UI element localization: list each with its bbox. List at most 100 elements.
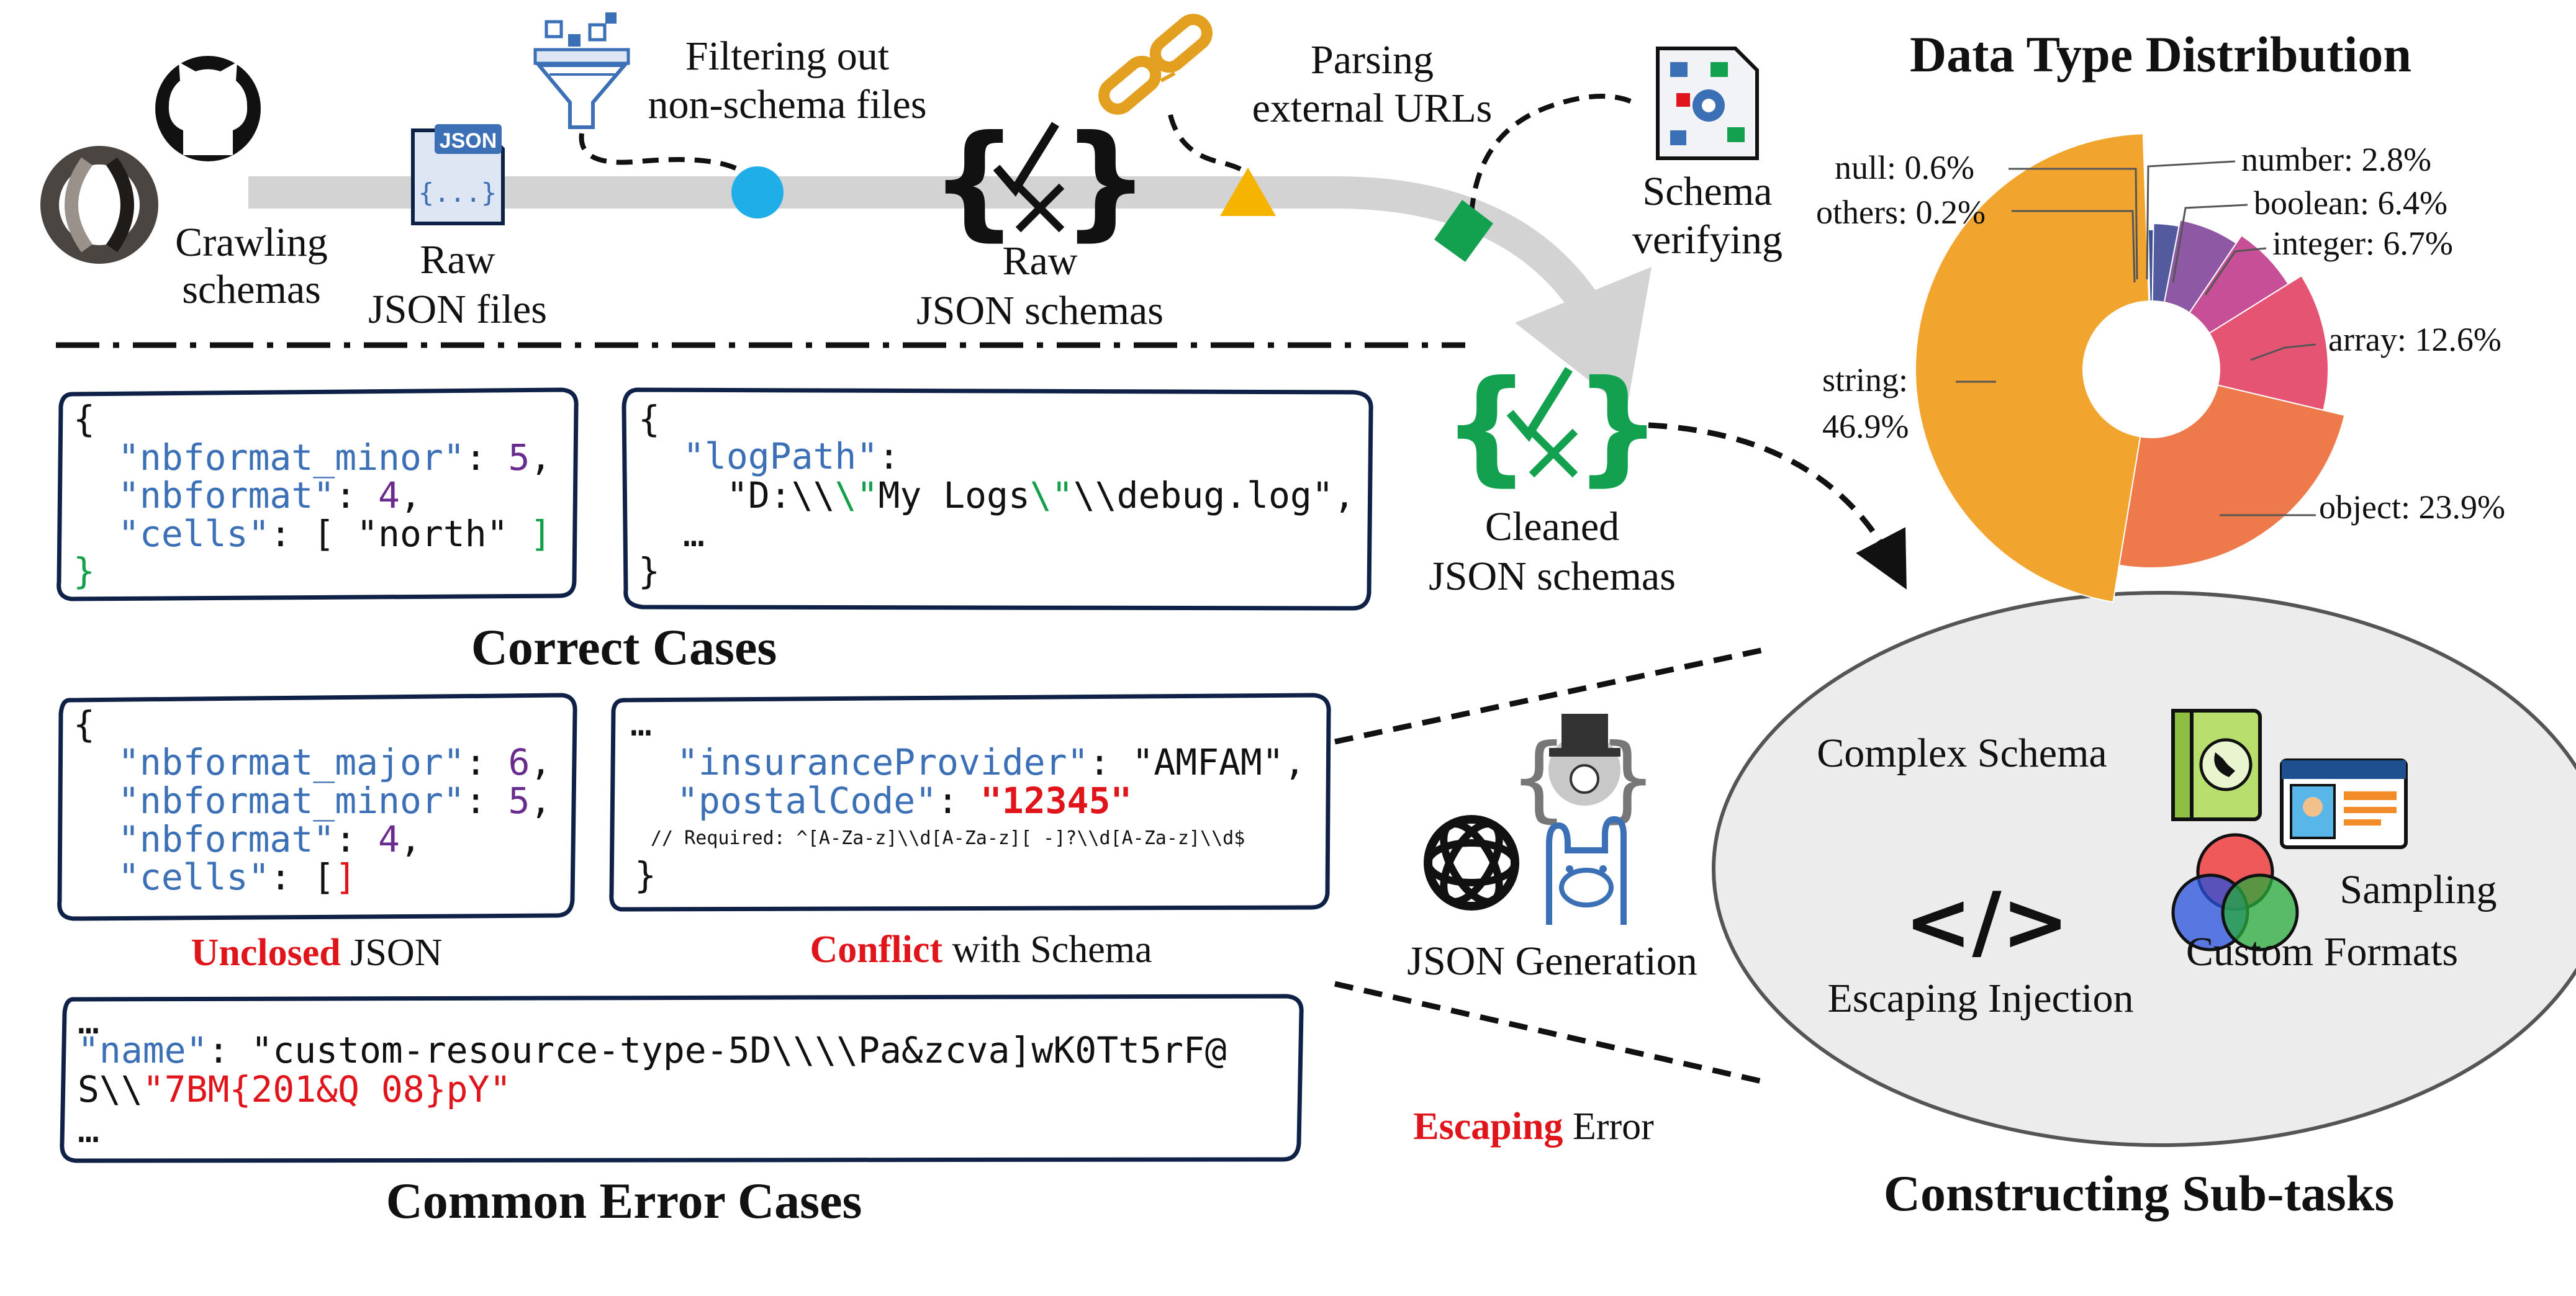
broken-chain-icon bbox=[1098, 14, 1213, 115]
cleaned-schema-icon: { } bbox=[1442, 354, 1662, 498]
leader-number bbox=[2146, 160, 2236, 280]
filtering-line2: non-schema files bbox=[648, 82, 926, 127]
correct-case-2-key-line: "logPath": bbox=[683, 435, 900, 477]
generation-connector-top bbox=[1334, 646, 1770, 745]
conflict-ellipsis: … bbox=[630, 702, 652, 744]
filter-dot bbox=[731, 166, 784, 218]
conflict-line1: "insuranceProvider": "AMFAM", bbox=[677, 741, 1306, 783]
cleaned-to-subtasks-arrow bbox=[1648, 422, 1907, 590]
label-object: object: 23.9% bbox=[2319, 488, 2505, 526]
slice-object bbox=[2118, 384, 2346, 569]
schema-verifying-line2: verifying bbox=[1632, 217, 1783, 263]
correct-case-1-line2: "nbformat": 4, bbox=[118, 474, 422, 516]
color-circles-icon bbox=[2171, 833, 2299, 952]
parsing-line1: Parsing bbox=[1311, 37, 1434, 83]
svg-text:{ }: { } bbox=[1442, 354, 1662, 498]
label-integer: integer: 6.7% bbox=[2272, 225, 2453, 262]
correct-case-2-close: } bbox=[638, 550, 660, 592]
subtasks-ellipse bbox=[1712, 591, 2576, 1147]
id-card-icon bbox=[2280, 758, 2408, 849]
code-brackets-icon: </> bbox=[1904, 875, 2069, 969]
pipeline: Crawling schemas JSON {...} Raw JSON fil… bbox=[40, 12, 1783, 599]
raw-json-files-line2: JSON files bbox=[368, 287, 547, 332]
leader-boolean bbox=[2172, 204, 2248, 283]
escaping-injection-label: Escaping Injection bbox=[1827, 976, 2133, 1021]
label-array: array: 12.6% bbox=[2328, 321, 2501, 358]
funnel-icon bbox=[533, 12, 630, 129]
raw-schemas-line2: JSON schemas bbox=[916, 288, 1164, 333]
unclosed-line2: "nbformat_minor": 5, bbox=[118, 780, 551, 822]
escaping-line1: "name": "custom-resource-type-5D\\\\Pa&z… bbox=[78, 1029, 1227, 1071]
schema-brace-icon: { } bbox=[930, 109, 1150, 253]
cleaned-line1: Cleaned bbox=[1485, 504, 1619, 549]
crawling-label-line2: schemas bbox=[182, 267, 321, 312]
leader-lines bbox=[1956, 160, 2316, 516]
subtasks: Complex Schema </> Escaping Injection Sa… bbox=[1712, 591, 2576, 1222]
correct-case-2-open: { bbox=[638, 398, 660, 440]
conflict-comment: // Required: ^[A-Za-z]\\d[A-Za-z][ -]?\\… bbox=[651, 827, 1245, 849]
unclosed-open: { bbox=[73, 703, 95, 745]
label-string-value: 46.9% bbox=[1822, 408, 1909, 445]
correct-case-1-open: { bbox=[73, 398, 95, 440]
parsing-triangle bbox=[1220, 168, 1276, 216]
cleaned-line2: JSON schemas bbox=[1429, 554, 1676, 599]
filter-connector bbox=[579, 133, 760, 191]
crawling-label-line1: Crawling bbox=[175, 220, 328, 265]
github-icon bbox=[155, 56, 261, 161]
donut-chart: Data Type Distribution string: 46.9% obj… bbox=[1816, 26, 2505, 603]
filtering-line1: Filtering out bbox=[685, 34, 889, 79]
raw-schemas-line1: Raw bbox=[1003, 238, 1078, 284]
leader-others bbox=[2012, 210, 2136, 283]
subtasks-title: Constructing Sub-tasks bbox=[1884, 1165, 2394, 1222]
label-boolean: boolean: 6.4% bbox=[2254, 184, 2447, 222]
unclosed-caption: Unclosed JSON bbox=[191, 932, 443, 974]
slice-string bbox=[1914, 133, 2150, 603]
slice-array bbox=[2208, 274, 2329, 412]
openai-icon bbox=[1424, 815, 1519, 911]
escaping-caption: Escaping Error bbox=[1413, 1105, 1654, 1148]
leader-null bbox=[2009, 168, 2138, 280]
escaping-ellipsis-top: … bbox=[78, 1000, 99, 1042]
correct-case-1-line3: "cells": [ "north" ] bbox=[118, 513, 551, 555]
pipeline-arrowhead bbox=[1515, 267, 1652, 410]
json-generation-label: JSON Generation bbox=[1407, 938, 1697, 984]
parsing-line2: external URLs bbox=[1252, 86, 1493, 131]
correct-case-box-1 bbox=[56, 387, 579, 601]
error-cases: { "nbformat_major": 6, "nbformat_minor":… bbox=[57, 693, 1654, 1229]
donut-slices bbox=[1914, 133, 2346, 603]
verify-connector bbox=[1469, 94, 1641, 215]
unclosed-line3: "nbformat": 4, bbox=[118, 818, 422, 860]
unclosed-line4: "cells": [] bbox=[118, 856, 356, 898]
leader-integer bbox=[2204, 247, 2267, 295]
conflict-close: } bbox=[635, 854, 656, 896]
error-cases-title: Common Error Cases bbox=[386, 1172, 862, 1229]
correct-case-2-ellipsis: … bbox=[683, 513, 705, 555]
correct-case-1-line1: "nbformat_minor": 5, bbox=[118, 436, 551, 479]
llama-icon bbox=[1546, 816, 1627, 925]
verify-diamond bbox=[1434, 200, 1493, 262]
conflict-case-box bbox=[609, 693, 1331, 912]
conflict-caption: Conflict with Schema bbox=[810, 929, 1152, 971]
correct-cases: { "nbformat_minor": 5, "nbformat": 4, "c… bbox=[56, 387, 1373, 675]
escaping-line2: S\\"7BM{201&Q 08}pY" bbox=[78, 1068, 511, 1110]
leader-array bbox=[2250, 343, 2316, 361]
escaping-ellipsis-bottom: … bbox=[78, 1109, 99, 1151]
generation-connector-bottom bbox=[1334, 981, 1771, 1086]
label-others: others: 0.2% bbox=[1816, 194, 1986, 231]
label-number: number: 2.8% bbox=[2241, 141, 2431, 178]
complex-schema-label: Complex Schema bbox=[1817, 731, 2107, 776]
conflict-line2: "postalCode": "12345" bbox=[677, 780, 1132, 822]
unclosed-case-box bbox=[57, 693, 577, 921]
label-null: null: 0.6% bbox=[1835, 149, 1974, 186]
correct-case-2-value-line: "D:\\\"My Logs\"\\debug.log", bbox=[726, 474, 1355, 516]
correct-case-box-2 bbox=[621, 387, 1373, 611]
json-generation: { } JSON Generation bbox=[1407, 714, 1697, 984]
json-badge: JSON bbox=[440, 129, 497, 153]
parsing-connector bbox=[1168, 114, 1250, 178]
label-string-name: string: bbox=[1822, 361, 1908, 398]
escaping-case-box bbox=[60, 994, 1304, 1163]
raw-json-files-line1: Raw bbox=[420, 237, 495, 282]
wizard-schema-icon: { } bbox=[1509, 714, 1657, 832]
schema-document-icon bbox=[1656, 47, 1759, 160]
